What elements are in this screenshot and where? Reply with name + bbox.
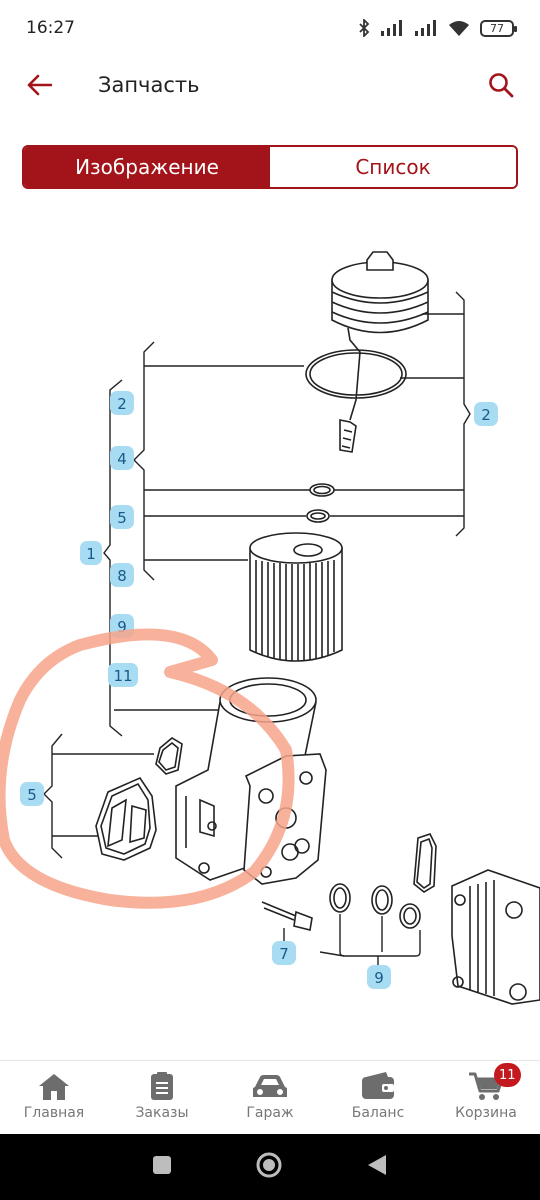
back-button[interactable] [0, 56, 78, 114]
battery-level: 77 [490, 21, 504, 35]
callout-5-top[interactable]: 5 [110, 505, 134, 529]
seal-small-2[interactable] [306, 509, 330, 523]
svg-text:1: 1 [86, 545, 96, 563]
seal-right-2[interactable] [371, 885, 393, 915]
callout-7[interactable]: 7 [272, 941, 296, 965]
home-system-button[interactable] [255, 1151, 283, 1183]
gasket-square[interactable] [155, 737, 183, 775]
battery-icon: 77 [480, 19, 517, 37]
callout-1[interactable]: 1 [80, 541, 102, 565]
car-icon [253, 1075, 287, 1097]
nav-cart[interactable]: 11 Корзина [432, 1061, 540, 1134]
nav-orders-label: Заказы [135, 1105, 189, 1121]
svg-text:11: 11 [113, 667, 132, 685]
back-system-button[interactable] [366, 1154, 388, 1180]
svg-text:5: 5 [27, 786, 37, 804]
nav-garage-label: Гараж [246, 1105, 294, 1121]
cart-badge: 11 [494, 1063, 521, 1087]
gasket-long[interactable] [413, 833, 437, 893]
wallet-icon [362, 1072, 394, 1099]
callout-2-right[interactable]: 2 [474, 402, 498, 426]
home-icon [39, 1074, 69, 1100]
callout-4[interactable]: 4 [110, 446, 134, 470]
bluetooth-icon [359, 19, 370, 37]
nav-balance-label: Баланс [351, 1105, 405, 1121]
seal-right-1[interactable] [329, 883, 351, 913]
status-bar: 16:27 77 [0, 0, 540, 56]
highlight-circle [0, 628, 295, 909]
home-circle-icon [256, 1152, 282, 1178]
callout-8[interactable]: 8 [110, 563, 134, 587]
oil-cooler[interactable] [451, 869, 540, 1005]
svg-text:8: 8 [117, 567, 127, 585]
nav-orders[interactable]: Заказы [108, 1061, 216, 1134]
parts-diagram: 2 4 5 1 8 9 11 2 5 7 9 [0, 251, 540, 1005]
status-time: 16:27 [26, 18, 75, 38]
callout-11[interactable]: 11 [108, 663, 138, 687]
filter-element[interactable] [249, 532, 343, 662]
wifi-icon [449, 21, 469, 36]
filter-cap[interactable] [331, 251, 429, 453]
bottom-nav: Главная Заказы Гараж Баланс 11 Корзина [0, 1060, 540, 1134]
back-arrow-icon [27, 74, 52, 96]
svg-text:5: 5 [117, 509, 127, 527]
callout-5-bottom[interactable]: 5 [20, 782, 44, 806]
back-triangle-icon [368, 1155, 387, 1175]
recents-button[interactable] [152, 1155, 172, 1179]
app-bar: Запчасть [0, 56, 540, 114]
gasket-large[interactable] [95, 776, 157, 861]
signal-icon-2 [415, 20, 436, 36]
search-icon [489, 73, 514, 98]
system-nav-bar [0, 1134, 540, 1200]
orders-icon [151, 1072, 173, 1100]
page-title: Запчасть [98, 73, 200, 97]
nav-home-label: Главная [23, 1105, 85, 1121]
svg-text:7: 7 [279, 945, 289, 963]
recents-icon [152, 1156, 171, 1174]
o-ring[interactable] [305, 349, 407, 399]
status-icons: 77 [358, 19, 517, 37]
tab-list[interactable]: Список [270, 147, 516, 187]
callout-9-bottom[interactable]: 9 [367, 965, 391, 989]
nav-home[interactable]: Главная [0, 1061, 108, 1134]
search-button[interactable] [476, 60, 526, 110]
seal-right-3[interactable] [399, 903, 421, 929]
callout-2-left[interactable]: 2 [110, 391, 134, 415]
nav-garage[interactable]: Гараж [216, 1061, 324, 1134]
nav-balance[interactable]: Баланс [324, 1061, 432, 1134]
svg-text:4: 4 [117, 450, 127, 468]
nav-cart-label: Корзина [455, 1105, 517, 1121]
svg-text:2: 2 [117, 395, 127, 413]
svg-text:9: 9 [117, 618, 127, 636]
svg-text:2: 2 [481, 406, 491, 424]
tab-image[interactable]: Изображение [24, 147, 270, 187]
view-toggle: Изображение Список [22, 145, 518, 189]
bolt[interactable] [261, 901, 313, 931]
svg-text:9: 9 [374, 969, 384, 987]
signal-icon [381, 20, 402, 36]
